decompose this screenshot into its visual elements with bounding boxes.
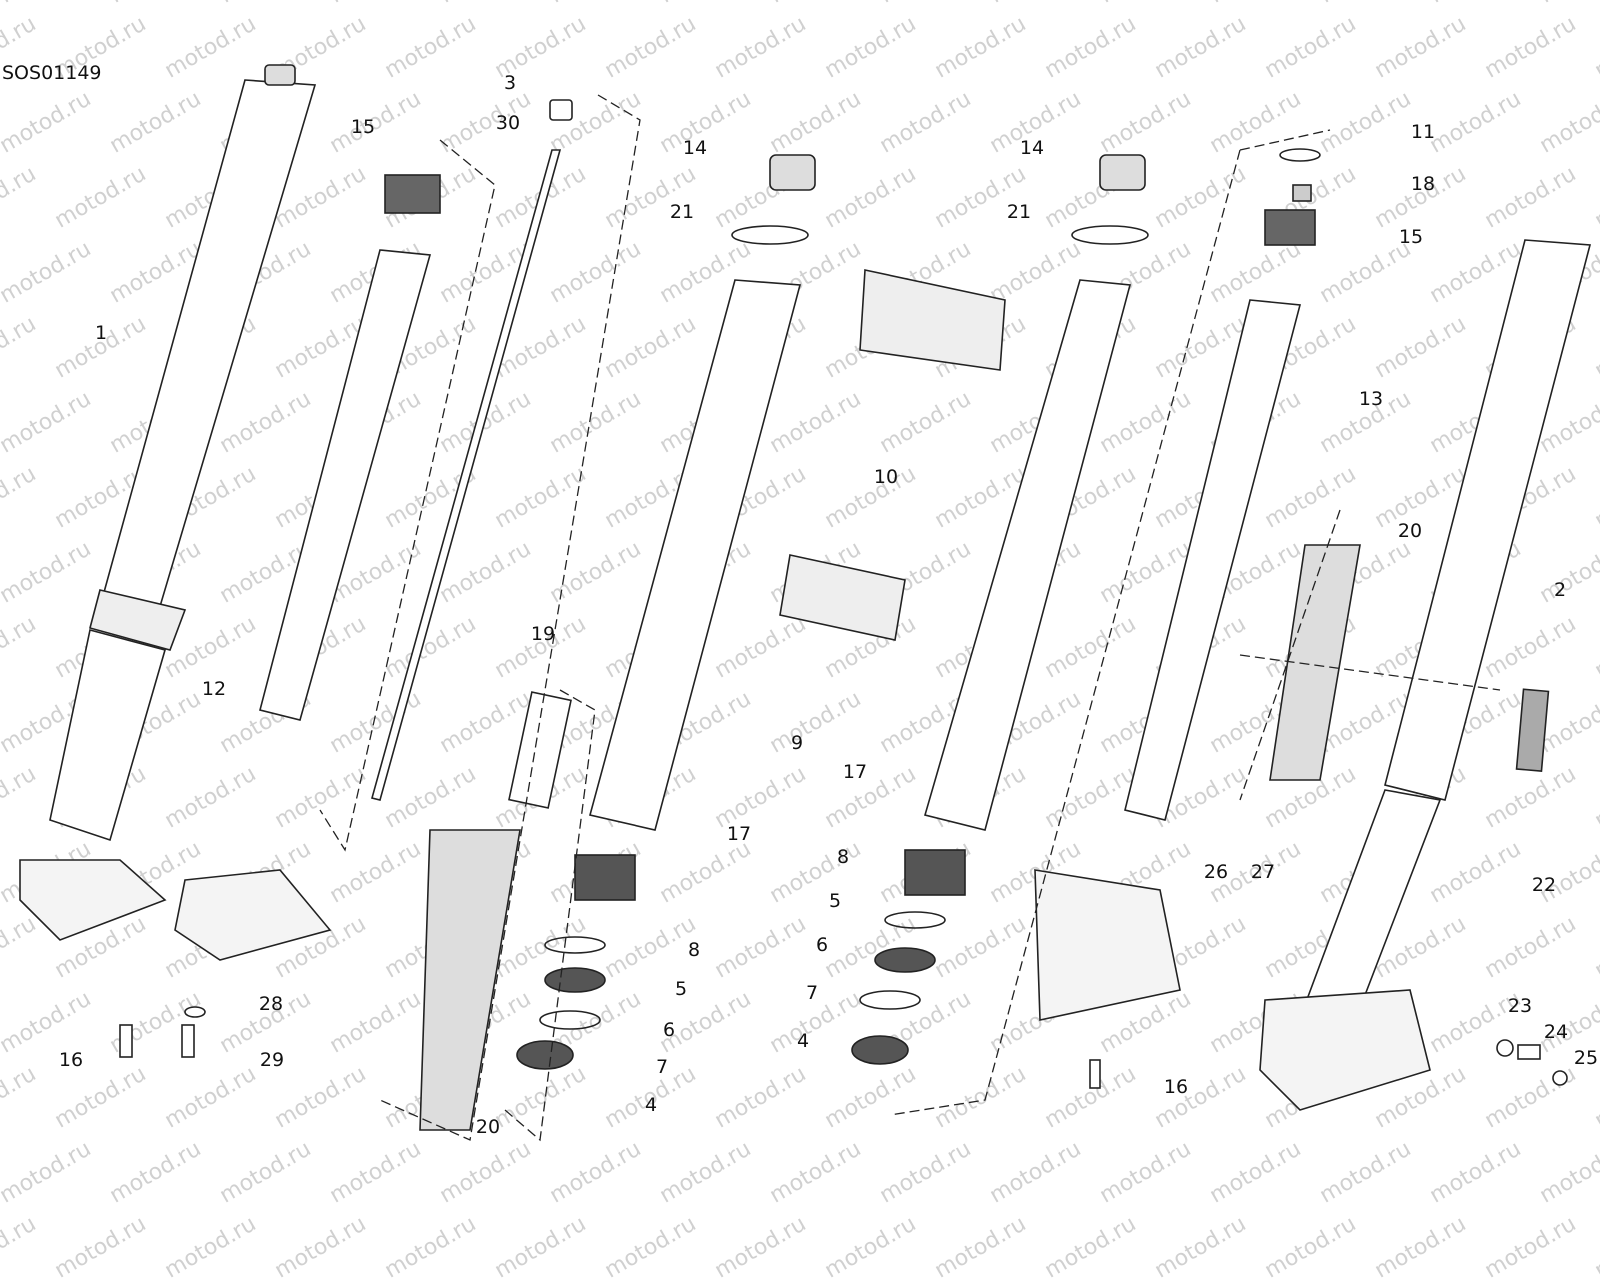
watermark-text: motod.ru — [380, 1211, 481, 1284]
part-label-22: 22 — [1531, 874, 1557, 896]
watermark-text: motod.ru — [1480, 1211, 1581, 1284]
watermark-text: motod.ru — [490, 1211, 591, 1284]
part-label-7: 7 — [655, 1056, 669, 1078]
fork-tube-1 — [94, 79, 317, 641]
part-label-19: 19 — [530, 623, 556, 645]
watermark-text: motod.ru — [50, 1211, 151, 1284]
part-label-16: 16 — [58, 1049, 84, 1071]
spring-20-left — [419, 829, 521, 1131]
sticker-22 — [1515, 688, 1550, 773]
fork-tube-17-left — [589, 279, 802, 831]
oring-21-left — [731, 225, 809, 245]
bushing-8-left — [574, 854, 636, 901]
fork-tube-17-right — [924, 279, 1132, 831]
part-label-11: 11 — [1410, 121, 1436, 143]
watermark-text: motod.ru — [1260, 1211, 1361, 1284]
part-label-20: 20 — [1397, 520, 1423, 542]
oring-21-right — [1071, 225, 1149, 245]
part-label-16: 16 — [1163, 1076, 1189, 1098]
part-label-27: 27 — [1250, 861, 1276, 883]
washer-11 — [1279, 148, 1321, 162]
part-label-15: 15 — [350, 116, 376, 138]
part-label-30: 30 — [495, 112, 521, 134]
cap-14-right — [1099, 154, 1146, 191]
part-label-9: 9 — [790, 732, 804, 754]
bushing-8-right — [904, 849, 966, 896]
part-label-4: 4 — [644, 1094, 658, 1116]
watermark-text: motod.ru — [270, 1211, 371, 1284]
part-label-25: 25 — [1573, 1047, 1599, 1069]
watermark-text: motod.ru — [1370, 1211, 1471, 1284]
part-label-17: 17 — [842, 761, 868, 783]
spacer-19 — [508, 691, 572, 809]
part-label-2: 2 — [1553, 579, 1567, 601]
watermark-text: motod.ru — [820, 1211, 921, 1284]
part-label-18: 18 — [1410, 173, 1436, 195]
inner-tube-13 — [1124, 299, 1302, 821]
watermark-text: motod.ru — [710, 1211, 811, 1284]
part-label-6: 6 — [662, 1019, 676, 1041]
bushing-15-right — [1264, 209, 1316, 246]
part-label-14: 14 — [1019, 137, 1045, 159]
watermark-text: motod.ru — [1590, 1211, 1600, 1284]
cap-14-left — [769, 154, 816, 191]
part-label-23: 23 — [1507, 995, 1533, 1017]
watermark-text: motod.ru — [0, 1211, 41, 1284]
part-label-21: 21 — [1006, 201, 1032, 223]
part-label-21: 21 — [669, 201, 695, 223]
part-label-12: 12 — [201, 678, 227, 700]
watermark-text: motod.ru — [930, 1211, 1031, 1284]
part-label-7: 7 — [805, 982, 819, 1004]
fork-drawing — [19, 64, 1592, 1142]
part-label-24: 24 — [1543, 1021, 1569, 1043]
part-label-6: 6 — [815, 934, 829, 956]
inner-tube-12 — [259, 249, 432, 721]
part-label-26: 26 — [1203, 861, 1229, 883]
part-3 — [549, 99, 573, 121]
part-18 — [1292, 184, 1312, 202]
part-label-13: 13 — [1358, 388, 1384, 410]
part-label-8: 8 — [687, 939, 701, 961]
triple-clamp-10 — [859, 269, 1006, 371]
watermark-text: motod.ru — [160, 1211, 261, 1284]
lower-clamp-9 — [779, 554, 906, 641]
part-label-17: 17 — [726, 823, 752, 845]
bushing-15-left — [384, 174, 441, 214]
part-label-8: 8 — [836, 846, 850, 868]
fork-tube-2 — [1384, 239, 1592, 801]
fork-slider-1 — [49, 629, 166, 842]
damper-rod-30 — [371, 149, 562, 801]
part-label-5: 5 — [674, 978, 688, 1000]
watermark-text: motod.ru — [1040, 1211, 1141, 1284]
part-label-5: 5 — [828, 890, 842, 912]
part-label-29: 29 — [259, 1049, 285, 1071]
spring-20-right — [1269, 544, 1361, 781]
part-label-4: 4 — [796, 1030, 810, 1052]
part-label-28: 28 — [258, 993, 284, 1015]
part-label-1: 1 — [94, 322, 108, 344]
part-label-20: 20 — [475, 1116, 501, 1138]
diagram-code: SOS01149 — [2, 62, 102, 84]
part-label-10: 10 — [873, 466, 899, 488]
part-label-14: 14 — [682, 137, 708, 159]
watermark-text: motod.ru — [1150, 1211, 1251, 1284]
part-label-15: 15 — [1398, 226, 1424, 248]
part-label-3: 3 — [503, 72, 517, 94]
watermark-text: motod.ru — [600, 1211, 701, 1284]
